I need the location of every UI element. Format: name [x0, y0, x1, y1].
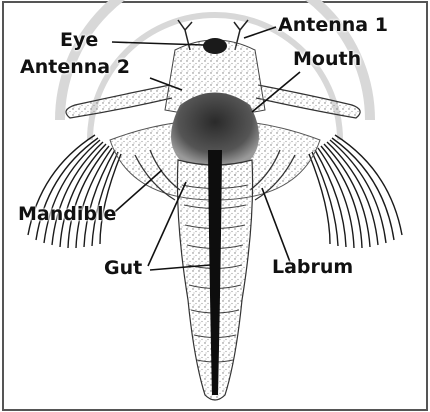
label-gut: Gut — [104, 259, 142, 278]
right-setae-fan — [309, 135, 402, 248]
label-eye: Eye — [60, 31, 98, 50]
antenna-2-right — [256, 85, 360, 118]
antenna-2-left — [66, 85, 172, 118]
left-setae-fan — [28, 135, 121, 248]
label-mandible: Mandible — [18, 205, 116, 224]
labrum-leader — [262, 188, 290, 262]
antenna-1-leader — [244, 27, 276, 38]
eye-spot — [203, 38, 227, 54]
label-mouth: Mouth — [293, 50, 361, 69]
label-antenna-1: Antenna 1 — [278, 16, 388, 35]
label-labrum: Labrum — [272, 258, 353, 277]
label-antenna-2: Antenna 2 — [20, 58, 130, 77]
